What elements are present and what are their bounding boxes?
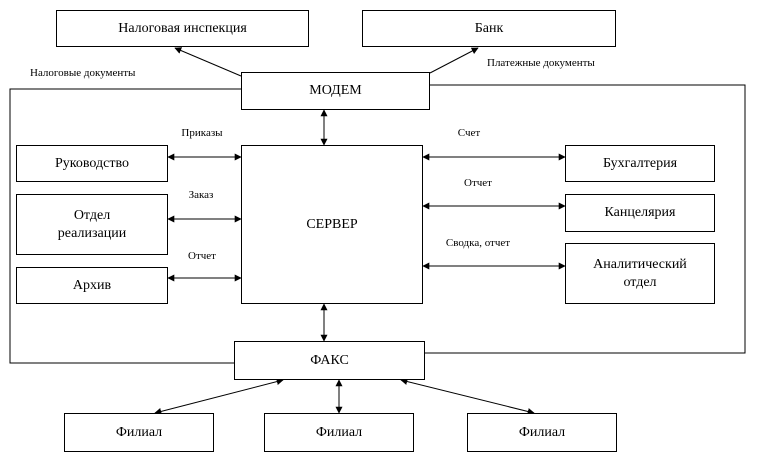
- bank-box: Банк: [362, 10, 616, 47]
- tax-office-box: Налоговая инспекция: [56, 10, 309, 47]
- payment-documents-label: Платежные документы: [487, 57, 595, 69]
- server-box: СЕРВЕР: [241, 145, 423, 304]
- analytics-department-box: Аналитический отдел: [565, 243, 715, 304]
- server-label: СЕРВЕР: [306, 216, 358, 232]
- modem-bank-arrow: [429, 47, 479, 74]
- tax-office-label: Налоговая инспекция: [118, 20, 247, 36]
- fax-branch3-arrow: [400, 378, 535, 415]
- modem-label: МОДЕМ: [309, 83, 362, 98]
- branch-label-3: Филиал: [518, 424, 566, 440]
- archive-box: Архив: [16, 267, 168, 304]
- modem-box: МОДЕМ: [241, 72, 430, 110]
- branch-label-2: Филиал: [315, 424, 363, 440]
- fax-label: ФАКС: [310, 352, 349, 368]
- branch-box-1: Филиал: [64, 413, 214, 452]
- bank-label: Банк: [474, 20, 504, 36]
- office-box: Канцелярия: [565, 194, 715, 232]
- sales-label-line1: Отдел: [73, 207, 111, 223]
- branch-label-1: Филиал: [115, 424, 163, 440]
- fax-branch1-arrow: [154, 378, 284, 415]
- invoice-label: Счет: [457, 127, 481, 139]
- fax-box: ФАКС: [234, 341, 425, 380]
- analytics-label-line1: Аналитический: [593, 256, 687, 272]
- branch-box-2: Филиал: [264, 413, 414, 452]
- report-right-label: Отчет: [464, 177, 492, 189]
- sales-label-line2: реализации: [57, 225, 127, 241]
- branch-box-3: Филиал: [467, 413, 617, 452]
- sales-department-box: Отдел реализации: [16, 194, 168, 255]
- order-label: Заказ: [188, 189, 214, 201]
- outer-frame-line: [9, 84, 746, 364]
- analytics-label-line2: отдел: [623, 274, 657, 290]
- orders-label: Приказы: [181, 127, 223, 139]
- management-label: Руководство: [55, 155, 129, 171]
- archive-label: Архив: [72, 277, 112, 293]
- summary-report-label: Сводка, отчет: [445, 237, 511, 249]
- accounting-label: Бухгалтерия: [602, 155, 678, 171]
- modem-tax-arrow: [174, 47, 242, 77]
- tax-documents-label: Налоговые документы: [30, 67, 136, 79]
- report-left-label: Отчет: [188, 250, 216, 262]
- accounting-box: Бухгалтерия: [565, 145, 715, 182]
- management-box: Руководство: [16, 145, 168, 182]
- office-label: Канцелярия: [604, 205, 676, 220]
